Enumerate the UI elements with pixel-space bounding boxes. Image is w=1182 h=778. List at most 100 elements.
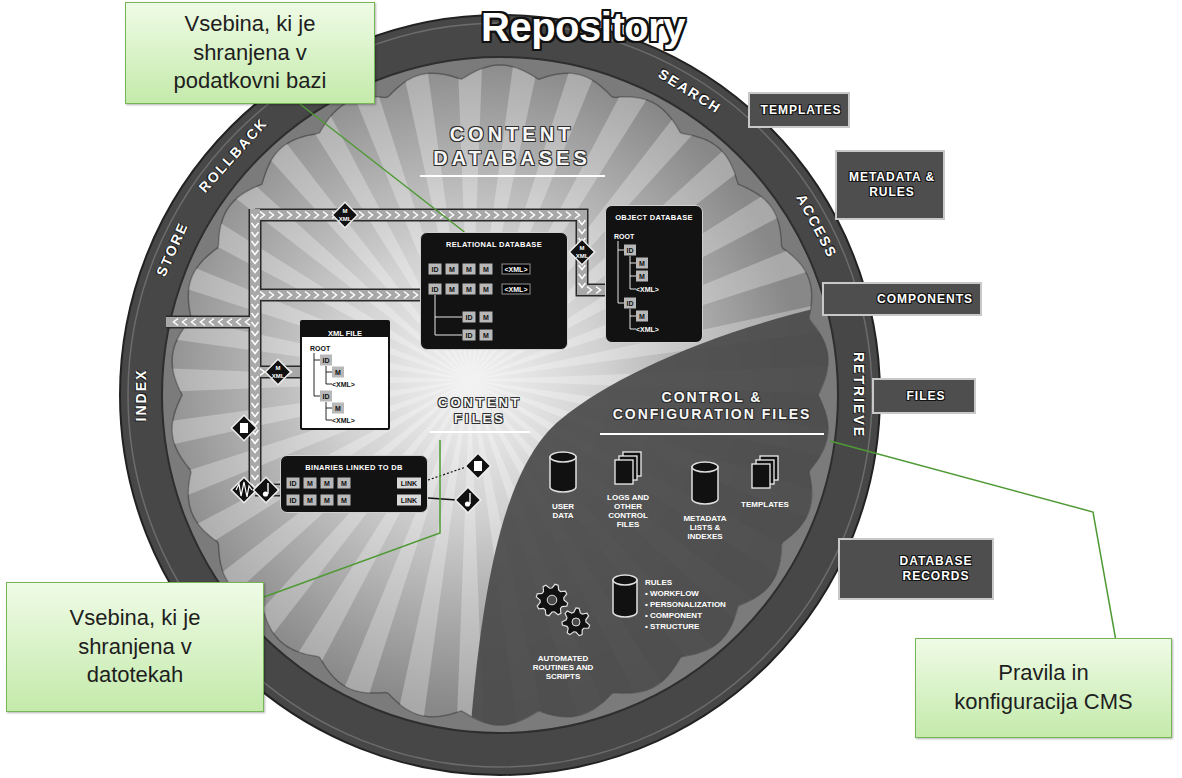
track-chevron [431, 212, 436, 219]
ring-label: SEARCH [656, 65, 725, 116]
table-cell: ID [287, 478, 300, 489]
track-chevron [269, 292, 274, 299]
xml-cell: <XML> [502, 284, 531, 295]
node-text: XML FILE [328, 327, 362, 338]
track-chevron [252, 403, 259, 408]
tree-cell: ID [624, 298, 636, 309]
track-chevron [252, 394, 259, 399]
link-cell: LINK [397, 478, 421, 489]
tree-cell: ID [320, 355, 332, 366]
user-data-cylinder [550, 452, 576, 462]
track-chevron [252, 223, 259, 228]
ring-label: STORE [153, 219, 191, 278]
gear-icon [536, 584, 567, 615]
track-chevron [548, 212, 553, 219]
file-header-band [302, 322, 388, 337]
track-chevron [252, 277, 259, 282]
track-chevron [485, 212, 490, 219]
light-ray [0, 380, 470, 481]
track-chevron [449, 212, 454, 219]
track-chevron [413, 212, 418, 219]
track-chevron [350, 292, 355, 299]
table-cell: M [446, 264, 459, 275]
track-chevron [219, 319, 224, 326]
icon-caption: LOGS AND OTHER CONTROL FILES [596, 494, 660, 530]
track-chevron [252, 241, 259, 246]
table-cell: ID [463, 330, 476, 341]
track-chevron [246, 319, 251, 326]
ring-tab: METADATA & RULES [835, 150, 945, 220]
track-chevron [422, 212, 427, 219]
node-text: COMPONENTS [877, 292, 973, 307]
table-cell: M [338, 495, 351, 506]
track-chevron [228, 319, 233, 326]
track-chevron [476, 212, 481, 219]
link-cell: LINK [397, 495, 421, 506]
table-cell: M [480, 312, 493, 323]
track-chevron [210, 319, 215, 326]
tree-cell: M [332, 403, 344, 414]
track-chevron [314, 292, 319, 299]
track-bed [250, 209, 260, 492]
track-chevron [252, 259, 259, 264]
track-chevron [252, 367, 259, 372]
callout-box: Vsebina, ki je shranjena v datotekah [6, 582, 264, 712]
track-chevron [287, 292, 292, 299]
track-chevron [587, 287, 592, 294]
ring-label: ACCESS [793, 192, 840, 262]
tree-line [435, 295, 462, 335]
track-chevron [269, 212, 274, 219]
table-cell: M [463, 264, 476, 275]
tree-cell: M [636, 311, 648, 322]
track-chevron [579, 283, 586, 288]
track-chevron [512, 212, 517, 219]
track-chevron [596, 287, 601, 294]
track-chevron [174, 319, 179, 326]
link-line [428, 467, 466, 480]
region-heading: CONTENT DATABASES [407, 122, 617, 170]
track-chevron [521, 212, 526, 219]
track-chevron [413, 292, 418, 299]
relational-database: RELATIONAL DATABASEIDMMM<XML>IDMMM<XML>I… [420, 232, 568, 350]
track-chevron [252, 439, 259, 444]
node-text: OBJECT DATABASE [615, 210, 693, 222]
track-chevron [260, 369, 265, 376]
diamond-text: XML [272, 373, 285, 380]
document-glyph [474, 461, 482, 471]
track-chevron [296, 292, 301, 299]
diamond-text: M [343, 208, 348, 215]
region-heading: CONTROL & CONFIGURATION FILES [587, 389, 837, 423]
track-chevron [252, 412, 259, 417]
track-chevron [296, 212, 301, 219]
track-chevron [287, 212, 292, 219]
binaries-table: BINARIES LINKED TO DBIDMMMLINKIDMMMLINK [280, 455, 428, 513]
track-chevron [252, 376, 259, 381]
ring-tab: FILES [872, 378, 976, 414]
ring-tab: TEMPLATES [748, 92, 850, 128]
track-chevron [252, 358, 259, 363]
music-glyph [469, 493, 470, 504]
track-chevron [566, 212, 571, 219]
diagram-title: Repository [481, 5, 685, 50]
table-cell: ID [287, 495, 300, 506]
node-text: TEMPLATES [761, 103, 842, 118]
waveform-glyph [236, 482, 252, 497]
music-glyph [267, 483, 268, 494]
gear-hub [547, 595, 557, 605]
tree-cell: M [636, 258, 648, 269]
table-cell: M [480, 284, 493, 295]
track-chevron [305, 292, 310, 299]
track-outline [255, 289, 420, 302]
track-chevron [252, 214, 259, 219]
track-chevron [192, 319, 197, 326]
track-chevron [458, 212, 463, 219]
rule-item: • COMPONENT [645, 611, 702, 620]
diamond-text: XML [576, 253, 589, 260]
table-cell: M [321, 495, 334, 506]
music-glyph [263, 491, 268, 496]
logs-stack [615, 460, 633, 484]
diamond-text: XML [339, 216, 352, 223]
track-chevron [539, 212, 544, 219]
table-cell: M [480, 330, 493, 341]
callout-box: Vsebina, ki je shranjena v podatkovni ba… [125, 2, 375, 104]
